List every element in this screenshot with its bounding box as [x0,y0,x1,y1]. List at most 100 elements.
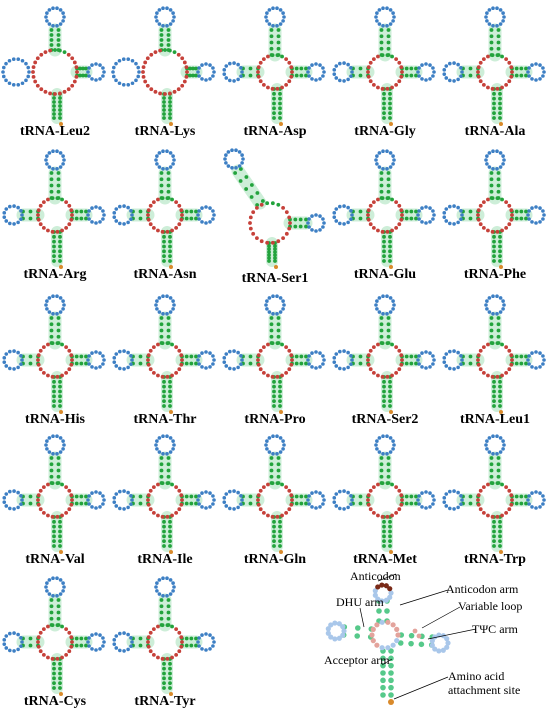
central-loop-base [495,481,500,486]
tpsic-loop-base [527,502,531,506]
central-loop-base [41,510,46,515]
anticodon-arm-base [49,177,54,182]
anticodon-loop-base [374,158,378,162]
central-loop-base [270,240,275,245]
acceptor-stem-base [498,234,502,239]
anticodon-loop-base [377,165,382,169]
anticodon-arm-base [269,46,274,51]
tpsic-loop-base [307,362,311,366]
dhu-loop-base [19,644,23,648]
dhu-loop-base [1,70,5,74]
dhu-loop-base [129,494,133,498]
tpsic-loop-base [196,640,200,644]
attachment-site [169,410,173,414]
anticodon-loop-base [47,151,52,155]
tpsic-arm-base [514,361,519,366]
anticodon-arm-base [56,177,61,182]
central-loop-base [35,56,40,61]
central-loop-base [366,358,370,362]
central-loop-base [390,482,394,487]
anticodon-loop-base [391,447,395,451]
central-loop-base [248,226,253,231]
tpsic-loop-base [211,502,215,506]
dhu-loop-base [448,221,452,226]
anticodon-loop-base [55,23,59,28]
anticodon-loop-base [498,310,503,314]
central-loop-base [36,362,41,367]
acceptor-stem-base [278,389,282,394]
structure-label: tRNA-Lys [134,124,196,139]
anticodon-loop-base [491,451,495,456]
acceptor-stem-base [492,534,496,539]
central-loop-base [182,60,187,65]
anticodon-loop-base [161,6,165,11]
anticodon-loop-base [381,451,385,456]
acceptor-stem-base [52,519,56,524]
acceptor-stem-base [498,389,502,394]
acceptor-stem-base [278,524,282,529]
anticodon-loop-base [51,166,55,171]
anticodon-loop-base [51,434,55,439]
central-loop-base [486,228,490,233]
anticodon-loop-base [155,19,159,23]
anticodon-arm-base [49,183,54,188]
central-loop-base [486,373,490,378]
acceptor-stem-base [498,101,502,106]
anticodon-loop-base [487,296,492,300]
dhu-loop-base [350,70,354,74]
central-loop-base [500,482,504,487]
anticodon-loop-base [165,23,169,28]
tpsic-loop-base [197,502,201,506]
acceptor-stem-base [492,101,496,106]
tpsic-arm-base [404,73,409,78]
central-loop-base [64,200,69,205]
tpsic-arm-base [191,73,195,78]
tpsic-loop-base [424,350,428,354]
tpsic-arm-base [409,501,414,506]
acceptor-stem-base [498,249,502,254]
legend-central-loop [379,645,385,651]
acceptor-stem-base [168,529,172,534]
central-loop-base [399,208,404,213]
central-loop-base [486,342,490,347]
central-loop-base [510,358,514,362]
central-loop-base [509,208,514,213]
acceptor-stem-base [52,529,56,534]
anticodon-loop-base [51,593,55,598]
structure-label: tRNA-Gln [243,552,307,567]
dhu-loop-base [228,506,232,511]
legend-central-loop [370,638,376,644]
anticodon-loop-base [501,447,505,451]
dhu-arm-base [28,354,33,359]
legend-pointer-line [377,573,397,582]
central-loop-base [478,507,483,512]
tpsic-loop-base [420,505,424,509]
dhu-loop-base [342,61,346,65]
central-loop-base [158,48,163,53]
anticodon-loop-base [172,585,176,589]
central-loop-base [371,200,376,205]
anticodon-arm-base [386,40,391,45]
tpsic-arm-base [414,361,418,366]
cloverleaf-diagram [332,6,436,126]
tpsic-loop-base [321,74,325,78]
anticodon-arm-base [159,171,164,175]
tpsic-loop-base [208,77,212,81]
acceptor-stem-base [162,519,166,524]
central-loop-base [261,485,266,490]
dhu-loop-base [117,58,122,63]
central-loop-base [180,640,184,644]
acceptor-stem-base [272,116,276,120]
anticodon-loop-base [58,592,63,596]
tpsic-arm-base [514,354,519,359]
dhu-loop-base [349,66,353,70]
anticodon-arm-base [159,43,164,47]
anticodon-loop-base [157,450,162,454]
cloverleaf-diagram [2,294,106,414]
dhu-loop-base [349,209,353,213]
tpsic-arm-base [74,216,79,221]
anticodon-loop-base [385,311,389,316]
tpsic-loop-base [530,351,534,355]
tpsic-arm-base [188,66,192,71]
anticodon-loop-base [281,11,285,15]
